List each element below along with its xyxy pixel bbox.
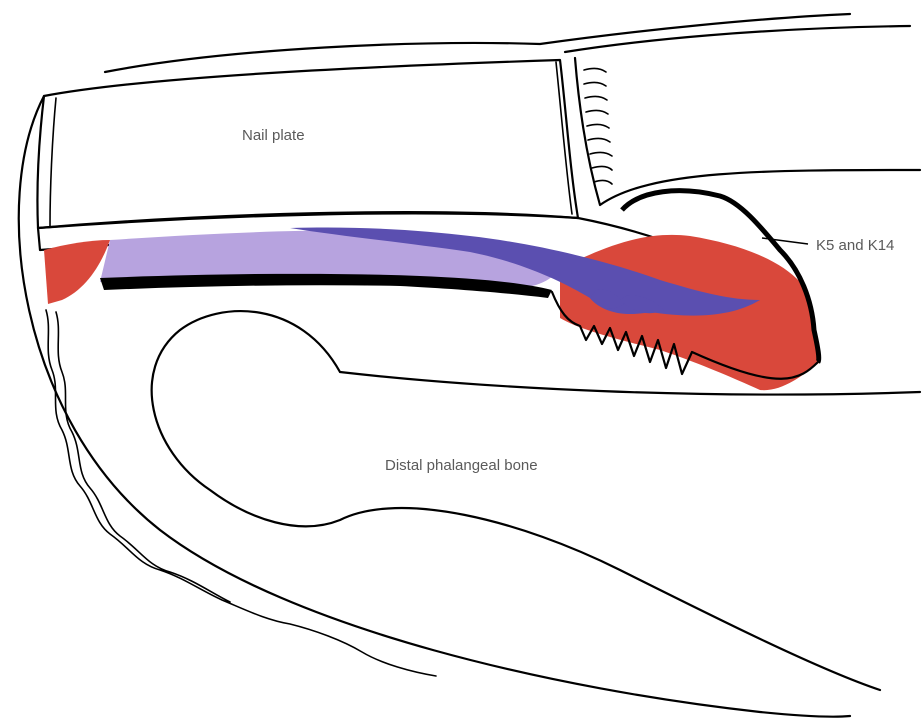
red-region-proximal xyxy=(44,240,110,304)
proximal-nail-fold xyxy=(565,26,920,205)
label-k5-k14: K5 and K14 xyxy=(816,237,894,254)
label-nail-plate: Nail plate xyxy=(242,127,305,144)
nail-plate-edge xyxy=(50,62,572,226)
label-distal-phalangeal-bone: Distal phalangeal bone xyxy=(385,457,538,474)
cuticle-hatching xyxy=(584,68,612,184)
nail-plate-outline xyxy=(37,60,578,228)
pulp-wavy-line xyxy=(46,310,436,676)
keratin-pointer-line xyxy=(762,238,808,244)
